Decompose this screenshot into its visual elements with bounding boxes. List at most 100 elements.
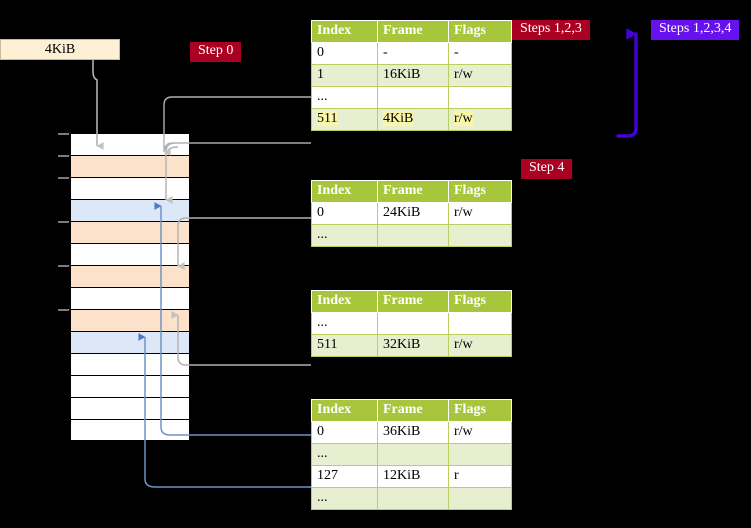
cell-flags: [448, 312, 512, 335]
cell-flags: r/w: [448, 421, 512, 444]
cell-frame: [377, 312, 449, 335]
cell-frame: [377, 224, 449, 247]
table-row: ...: [311, 86, 512, 109]
memory-frame-row: [70, 353, 190, 375]
cell-index: ...: [311, 487, 378, 510]
cell-flags: [448, 443, 512, 466]
cell-index: 1: [311, 64, 378, 87]
cell-flags: r: [448, 465, 512, 488]
memory-frame-row: [70, 419, 190, 441]
cell-frame: 16KiB: [377, 64, 449, 87]
steps-123-badge: Steps 1,2,3: [512, 20, 590, 40]
memory-frame-row: [58, 133, 190, 155]
memory-frame-row: [70, 375, 190, 397]
memory-tick-mark: [58, 133, 69, 135]
memory-frame-row: [70, 397, 190, 419]
cell-flags: [448, 487, 512, 510]
steps-123-badge-wrap: Steps 1,2,3: [512, 19, 590, 40]
memory-frame-row: [58, 177, 190, 199]
cell-frame: -: [377, 42, 449, 65]
memory-frame-row: [70, 243, 190, 265]
column-header-frame: Frame: [377, 180, 449, 203]
step-0-badge: Step 0: [190, 42, 242, 62]
table-row: 511 4KiB r/w: [311, 108, 512, 131]
connector-pdp-0: [177, 217, 311, 270]
frame-size-box: 4KiB: [0, 39, 120, 60]
cell-index: ...: [311, 224, 378, 247]
cell-frame: 4KiB: [377, 108, 449, 131]
column-header-index: Index: [311, 399, 378, 422]
table-row: ...: [311, 224, 512, 247]
steps-1234-badge: Steps 1,2,3,4: [651, 20, 740, 40]
cell-flags: [448, 86, 512, 109]
cell-frame: 32KiB: [377, 334, 449, 357]
step-4-badge-wrap: Step 4: [521, 158, 573, 179]
cell-index: ...: [311, 312, 378, 335]
memory-tick-mark: [58, 177, 69, 179]
cell-frame: 12KiB: [377, 465, 449, 488]
step-4-badge: Step 4: [521, 159, 573, 179]
column-header-index: Index: [311, 20, 378, 43]
cell-flags: r/w: [448, 334, 512, 357]
cell-frame: [377, 487, 449, 510]
cell-frame: 36KiB: [377, 421, 449, 444]
memory-tick-mark: [58, 265, 69, 267]
table-row: 0--: [311, 42, 512, 65]
memory-frame-row: [58, 221, 190, 243]
cell-frame: 24KiB: [377, 202, 449, 225]
highlighted-value: 511: [317, 111, 338, 126]
steps-1234-badge-wrap: Steps 1,2,3,4: [651, 19, 740, 40]
cell-flags: r/w: [448, 202, 512, 225]
memory-frame-row: [70, 287, 190, 309]
memory-frame-row: [58, 155, 190, 177]
column-header-index: Index: [311, 290, 378, 313]
column-header-flags: Flags: [448, 399, 512, 422]
step-0-badge-wrap: Step 0: [190, 41, 242, 62]
column-header-index: Index: [311, 180, 378, 203]
cell-flags: -: [448, 42, 512, 65]
column-header-frame: Frame: [377, 290, 449, 313]
memory-frame-row: [58, 309, 190, 331]
memory-frame-row: [58, 265, 190, 287]
cell-flags: r/w: [448, 64, 512, 87]
memory-frame-row: [70, 199, 190, 221]
cell-index: 0: [311, 421, 378, 444]
cell-flags: r/w: [448, 108, 512, 131]
memory-frame-row: [70, 331, 190, 353]
table-row: ...: [311, 487, 512, 510]
cell-index: 127: [311, 465, 378, 488]
cell-index: 0: [311, 42, 378, 65]
highlighted-value: r/w: [454, 111, 473, 126]
physical-memory-column: [58, 133, 190, 441]
cell-index: 511: [311, 334, 378, 357]
column-header-flags: Flags: [448, 20, 512, 43]
column-header-flags: Flags: [448, 290, 512, 313]
cell-frame: [377, 443, 449, 466]
connector-pd-511: [171, 311, 311, 366]
cell-flags: [448, 224, 512, 247]
purple-bracket-arrow: [616, 28, 638, 138]
memory-tick-mark: [58, 221, 69, 223]
memory-tick-mark: [58, 155, 69, 157]
table-row: ...: [311, 443, 512, 466]
column-header-frame: Frame: [377, 20, 449, 43]
table-row: ...: [311, 312, 512, 335]
cell-index: ...: [311, 443, 378, 466]
cell-frame: [377, 86, 449, 109]
frame-size-label: 4KiB: [44, 41, 76, 57]
highlighted-value: 4KiB: [383, 111, 414, 126]
cell-index: 0: [311, 202, 378, 225]
